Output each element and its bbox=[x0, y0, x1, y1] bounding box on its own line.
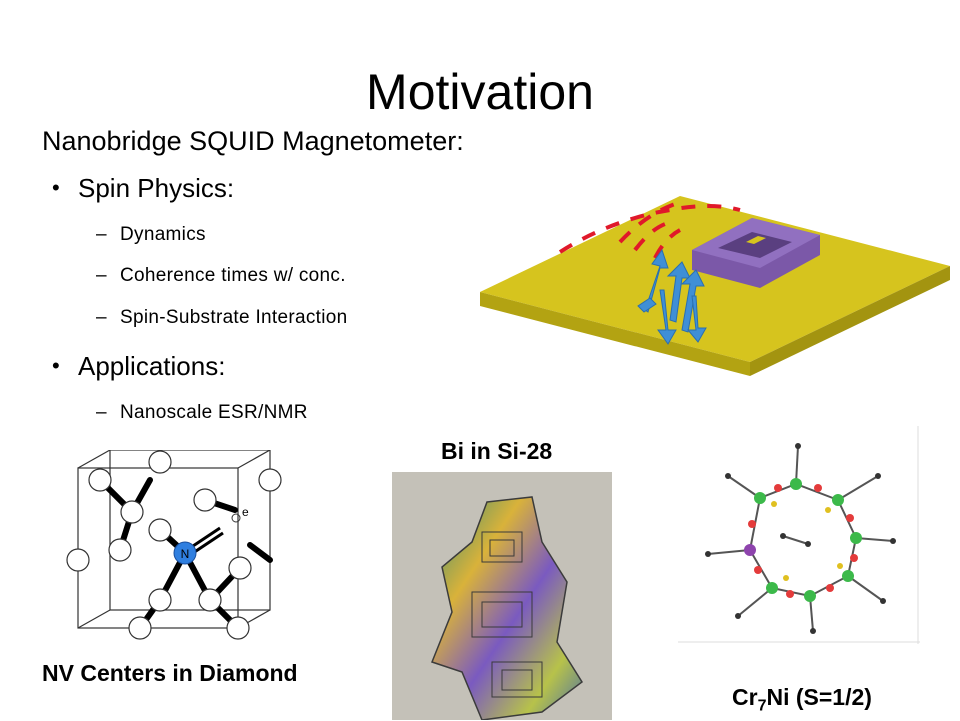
oxygen-atoms bbox=[748, 484, 858, 598]
bullet-label: Spin Physics: bbox=[78, 173, 235, 203]
spin-arrows bbox=[637, 248, 707, 345]
nv-lattice-figure: N e bbox=[66, 450, 282, 640]
subitem-label: Spin-Substrate Interaction bbox=[120, 307, 348, 328]
substrate-front bbox=[480, 292, 750, 376]
dash-glyph: – bbox=[96, 402, 107, 423]
bi-caption: Bi in Si-28 bbox=[441, 438, 553, 464]
cr-caption-base: Cr bbox=[732, 684, 758, 710]
bullet-label: Applications: bbox=[78, 351, 226, 381]
nv-double-bond bbox=[189, 526, 224, 555]
nitrogen-label: N bbox=[181, 547, 190, 561]
lattice-cube bbox=[77, 450, 271, 629]
carbon-atoms bbox=[705, 443, 896, 634]
subitem-dynamics: – Dynamics bbox=[96, 223, 206, 247]
cr7ni-molecule-figure bbox=[678, 426, 920, 644]
nv-caption: NV Centers in Diamond bbox=[42, 660, 298, 686]
bullet-glyph: • bbox=[52, 353, 60, 378]
bullet-spin-physics: • Spin Physics: bbox=[52, 172, 235, 204]
subitem-coherence: – Coherence times w/ conc. bbox=[96, 264, 346, 288]
squid-illustration bbox=[480, 196, 950, 376]
dash-glyph: – bbox=[96, 224, 107, 245]
subitem-label: Nanoscale ESR/NMR bbox=[120, 402, 308, 423]
bullet-glyph: • bbox=[52, 175, 60, 200]
slide-subtitle: Nanobridge SQUID Magnetometer: bbox=[42, 126, 464, 156]
bismuth-crystal-shape bbox=[431, 496, 584, 720]
subitem-label: Coherence times w/ conc. bbox=[120, 265, 346, 286]
lattice-atoms bbox=[66, 450, 282, 640]
nitrogen-atom bbox=[173, 541, 197, 565]
substrate-side bbox=[750, 266, 950, 376]
subitem-label: Dynamics bbox=[120, 224, 206, 245]
vacancy-electron bbox=[231, 513, 241, 523]
fluorine-atoms bbox=[771, 501, 843, 581]
bismuth-crystal-image bbox=[392, 472, 612, 720]
molecule-background bbox=[678, 426, 920, 644]
subitem-spin-substrate: – Spin-Substrate Interaction bbox=[96, 306, 348, 330]
substrate-top bbox=[480, 196, 950, 362]
cr-caption-subscript: 7 bbox=[757, 697, 767, 715]
subitem-esr-nmr: – Nanoscale ESR/NMR bbox=[96, 401, 308, 425]
chromium-atoms bbox=[754, 478, 862, 602]
dash-glyph: – bbox=[96, 265, 107, 286]
bullet-applications: • Applications: bbox=[52, 350, 226, 382]
squid-loop bbox=[692, 218, 820, 288]
slide-title: Motivation bbox=[366, 64, 594, 120]
nickel-atom bbox=[744, 544, 756, 556]
field-lines bbox=[558, 202, 741, 259]
dash-glyph: – bbox=[96, 307, 107, 328]
cr-caption-rest: Ni (S=1/2) bbox=[766, 684, 872, 710]
cr7ni-caption: Cr7Ni (S=1/2) bbox=[732, 683, 872, 721]
electron-label: e bbox=[242, 505, 249, 519]
